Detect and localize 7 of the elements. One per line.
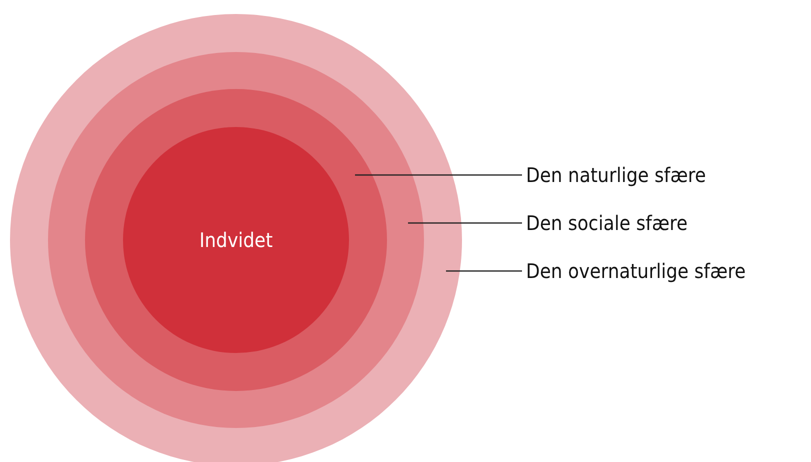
- leader-line: [446, 270, 522, 272]
- sphere-label: Den naturlige sfære: [522, 163, 706, 187]
- leader-line: [355, 174, 522, 176]
- sphere-label: Den overnaturlige sfære: [522, 259, 746, 283]
- leader-line: [408, 222, 522, 224]
- center-label: Indvidet: [199, 228, 273, 252]
- sphere-label: Den sociale sfære: [522, 211, 688, 235]
